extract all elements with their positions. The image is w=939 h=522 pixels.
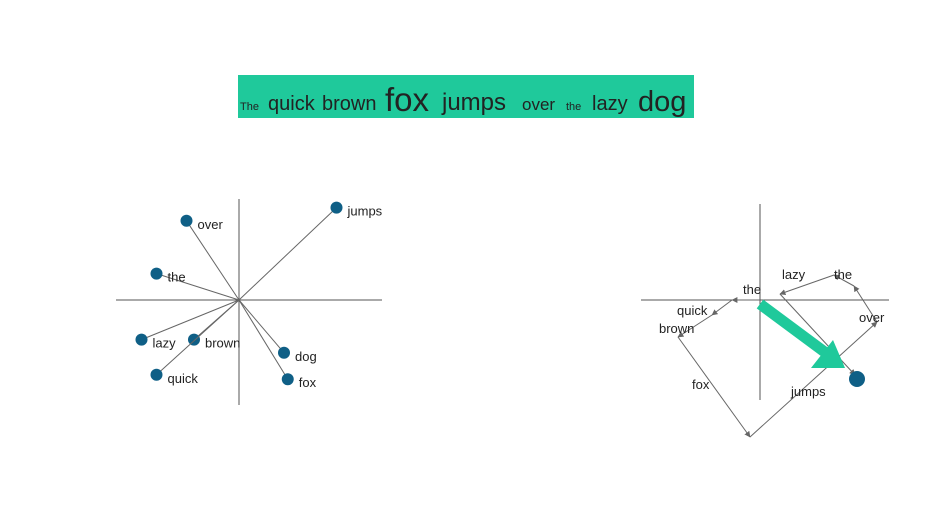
path-label: quick [677,303,708,318]
sentence-word: over [522,95,555,114]
word-point [278,346,290,359]
right-panel-labels: the quick brown fox jumps over the lazy [659,267,885,399]
path-label: over [859,310,885,325]
word-label: over [198,217,224,232]
path-segment [779,293,856,376]
vector-line [156,299,240,376]
left-panel-vectors: over jumps the lazy brown quick dog fox [135,201,383,390]
vector-line [238,299,285,354]
word-point [150,267,163,280]
right-panel-path [677,274,878,438]
vector-line [238,299,289,380]
word-label: dog [295,349,317,364]
path-segment [779,274,835,296]
vector-line [156,273,240,301]
right-panel-axes [641,204,889,400]
word-point [180,214,193,227]
vector-line [141,299,240,341]
path-segment [853,285,878,323]
word-label: lazy [153,336,177,351]
sentence-word: quick [268,93,316,115]
sentence-word: dog [638,86,686,118]
sentence-word: the [566,101,581,113]
result-arrow-head [811,340,845,368]
word-label: brown [205,336,240,351]
word-label: fox [299,375,317,390]
vector-line [238,207,337,301]
path-segment [749,321,878,438]
sentence-word: jumps [441,89,506,116]
sentence-word: lazy [592,93,628,115]
sentence-word: fox [385,81,430,118]
sentence-banner [238,75,694,118]
word-point [330,201,343,214]
path-segment [833,274,855,287]
path-segment [677,336,751,438]
left-panel-axes [116,199,382,405]
path-segment [711,299,733,316]
word-label: jumps [347,204,383,219]
word-point [135,333,148,346]
result-vector [756,299,865,387]
word-point [188,333,200,346]
path-label: the [834,267,852,282]
path-label: brown [659,321,694,336]
path-segment [677,314,713,338]
sentence-word: The [240,101,259,113]
path-label: jumps [790,384,826,399]
path-label: fox [692,377,710,392]
path-label: lazy [782,267,806,282]
word-label: quick [168,371,199,386]
sentence-words: The quick brown fox jumps over the lazy … [240,81,686,118]
result-point [849,371,865,387]
result-arrow-shaft [756,299,830,358]
path-label: the [743,282,761,297]
word-point [281,373,294,386]
word-label: the [168,270,186,285]
vector-line [186,220,240,301]
word-point [150,368,163,381]
sentence-word: brown [322,93,376,115]
